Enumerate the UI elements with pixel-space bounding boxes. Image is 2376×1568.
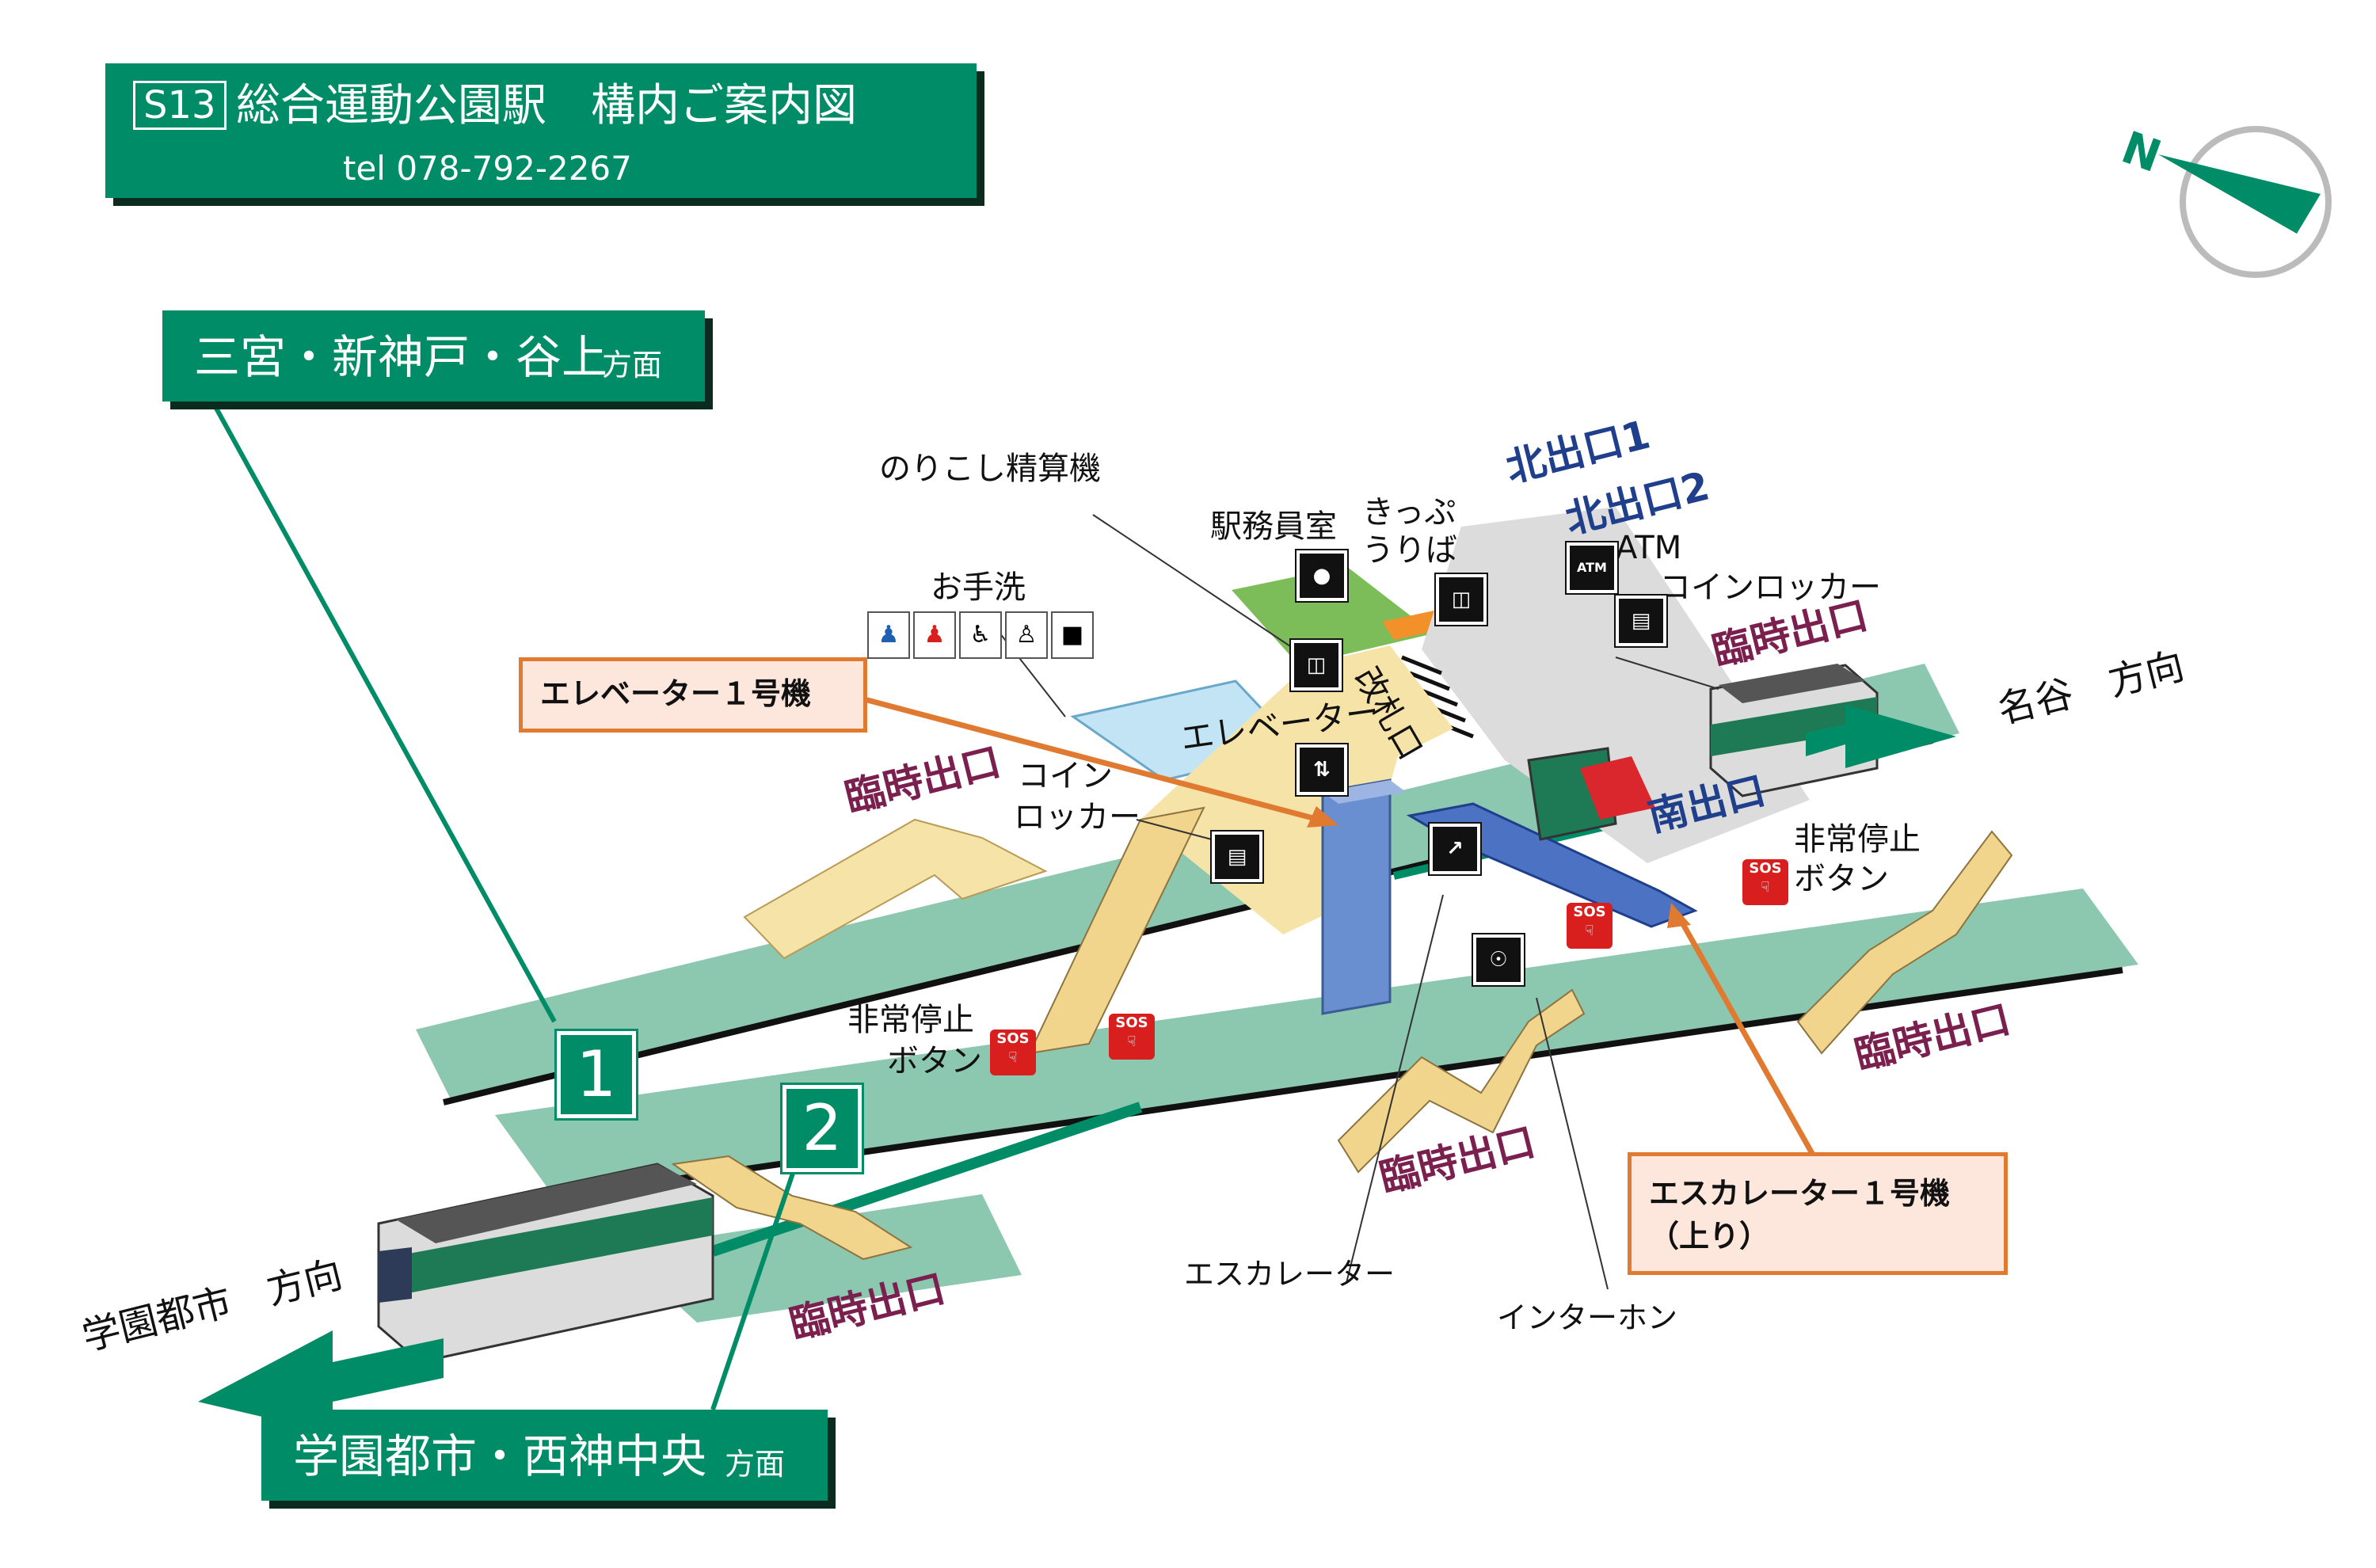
intercom-icon: ☉ bbox=[1473, 934, 1524, 985]
main-stair bbox=[1028, 806, 1205, 1055]
leader-escalator bbox=[1676, 915, 1817, 1158]
arrow-east bbox=[1806, 705, 1956, 768]
label-emergency-top-right: 非常停止 bbox=[1794, 821, 1921, 858]
toilet-men-icon: ♟ bbox=[867, 611, 910, 659]
label-escalator: エスカレーター bbox=[1184, 1257, 1396, 1292]
platform-2 bbox=[495, 889, 2138, 1197]
leader-locker bbox=[1615, 657, 1719, 690]
station-code-badge: S13 bbox=[133, 81, 227, 130]
leader-line-top bbox=[211, 402, 557, 1023]
train-center bbox=[1527, 747, 1655, 841]
sos-button-icon-4: SOS☟ bbox=[1742, 859, 1788, 905]
coin-locker-icon-left: ▤ bbox=[1212, 832, 1262, 882]
direction-bottom-suffix: 方面 bbox=[725, 1447, 786, 1482]
label-emergency-bottom-left: ボタン bbox=[887, 1043, 982, 1079]
label-toilet: お手洗 bbox=[931, 569, 1026, 606]
zigzag-stair-center bbox=[1337, 988, 1586, 1174]
direction-box-bottom: 学園都市・西神中央 方面 bbox=[261, 1410, 828, 1501]
wheelchair-icon: ♿ bbox=[959, 611, 1002, 659]
ticket-machine-icon: ◫ bbox=[1436, 574, 1487, 625]
platform-2-extension bbox=[618, 1194, 1022, 1323]
compass-needle bbox=[2158, 154, 2321, 234]
baby-changing-icon: ♙ bbox=[1005, 611, 1048, 659]
arrow-west bbox=[198, 1330, 444, 1433]
zigzag-stair-right bbox=[1796, 830, 2013, 1055]
label-coin-locker: コインロッカー bbox=[1659, 569, 1881, 606]
sos-button-icon-2: SOS☟ bbox=[1109, 1014, 1155, 1060]
leader-intercom bbox=[1536, 997, 1609, 1290]
ostomate-icon: ■ bbox=[1051, 611, 1094, 659]
escalator-icon: ↗ bbox=[1430, 824, 1480, 874]
leader-fare bbox=[1092, 514, 1296, 650]
leader-coin bbox=[1136, 819, 1213, 840]
atm-icon: ATM bbox=[1567, 542, 1617, 593]
coin-locker-icon-right: ▤ bbox=[1616, 596, 1666, 646]
sos-button-icon-1: SOS☟ bbox=[990, 1029, 1036, 1075]
leader-elevator bbox=[855, 694, 1319, 823]
train-east bbox=[1709, 664, 1879, 797]
leader-line-bottom bbox=[710, 1151, 802, 1410]
label-atm: ATM bbox=[1616, 530, 1682, 566]
label-coin-bottom: ロッカー bbox=[1014, 799, 1140, 835]
toilet-women-icon: ♟ bbox=[913, 611, 956, 659]
label-coin-top: コイン bbox=[1018, 758, 1113, 794]
header-panel: S13 総合運動公園駅 構内ご案内図 tel 078-792-2267 bbox=[105, 63, 977, 198]
direction-box-top: 三宮・新神戸・谷上 方面 bbox=[162, 310, 705, 402]
track-number-1: 1 bbox=[557, 1031, 636, 1118]
grey-concourse bbox=[1422, 507, 1810, 863]
callout-escalator-1: エスカレーター１号機 （上り） bbox=[1628, 1152, 2008, 1275]
label-emergency-bottom-right: ボタン bbox=[1794, 861, 1889, 897]
station-office-icon: ● bbox=[1297, 550, 1347, 601]
leader-escalator-label bbox=[1346, 894, 1444, 1284]
fare-adjust-icon: ◫ bbox=[1291, 640, 1342, 691]
label-emergency-top-left: 非常停止 bbox=[847, 1002, 974, 1038]
elevator-shaft bbox=[1321, 778, 1392, 1015]
callout-elevator-1: エレベーター１号機 bbox=[519, 657, 867, 733]
label-intercom: インターホン bbox=[1497, 1300, 1678, 1335]
label-fare-adjust: のりこし精算機 bbox=[879, 451, 1101, 487]
label-ticket-bottom: うりば bbox=[1362, 532, 1457, 569]
track-number-2: 2 bbox=[782, 1085, 862, 1172]
tel-number: tel 078-792-2267 bbox=[343, 149, 632, 188]
direction-top-main: 三宮・新神戸・谷上 bbox=[194, 330, 608, 384]
stair-bottom-left bbox=[671, 1155, 913, 1261]
temp-exit-stair-left bbox=[743, 818, 1048, 960]
direction-top-suffix: 方面 bbox=[602, 348, 663, 382]
track-2-line bbox=[710, 1102, 1143, 1257]
train-west bbox=[377, 1163, 714, 1364]
label-station-office: 駅務員室 bbox=[1210, 508, 1337, 545]
direction-bottom-main: 学園都市・西神中央 bbox=[293, 1429, 707, 1483]
elevator-icon: ⇅ bbox=[1297, 744, 1347, 795]
page-title: 総合運動公園駅 構内ご案内図 bbox=[236, 80, 857, 131]
sos-button-icon-3: SOS☟ bbox=[1567, 903, 1613, 949]
label-ticket-top: きっぷ bbox=[1362, 494, 1456, 531]
